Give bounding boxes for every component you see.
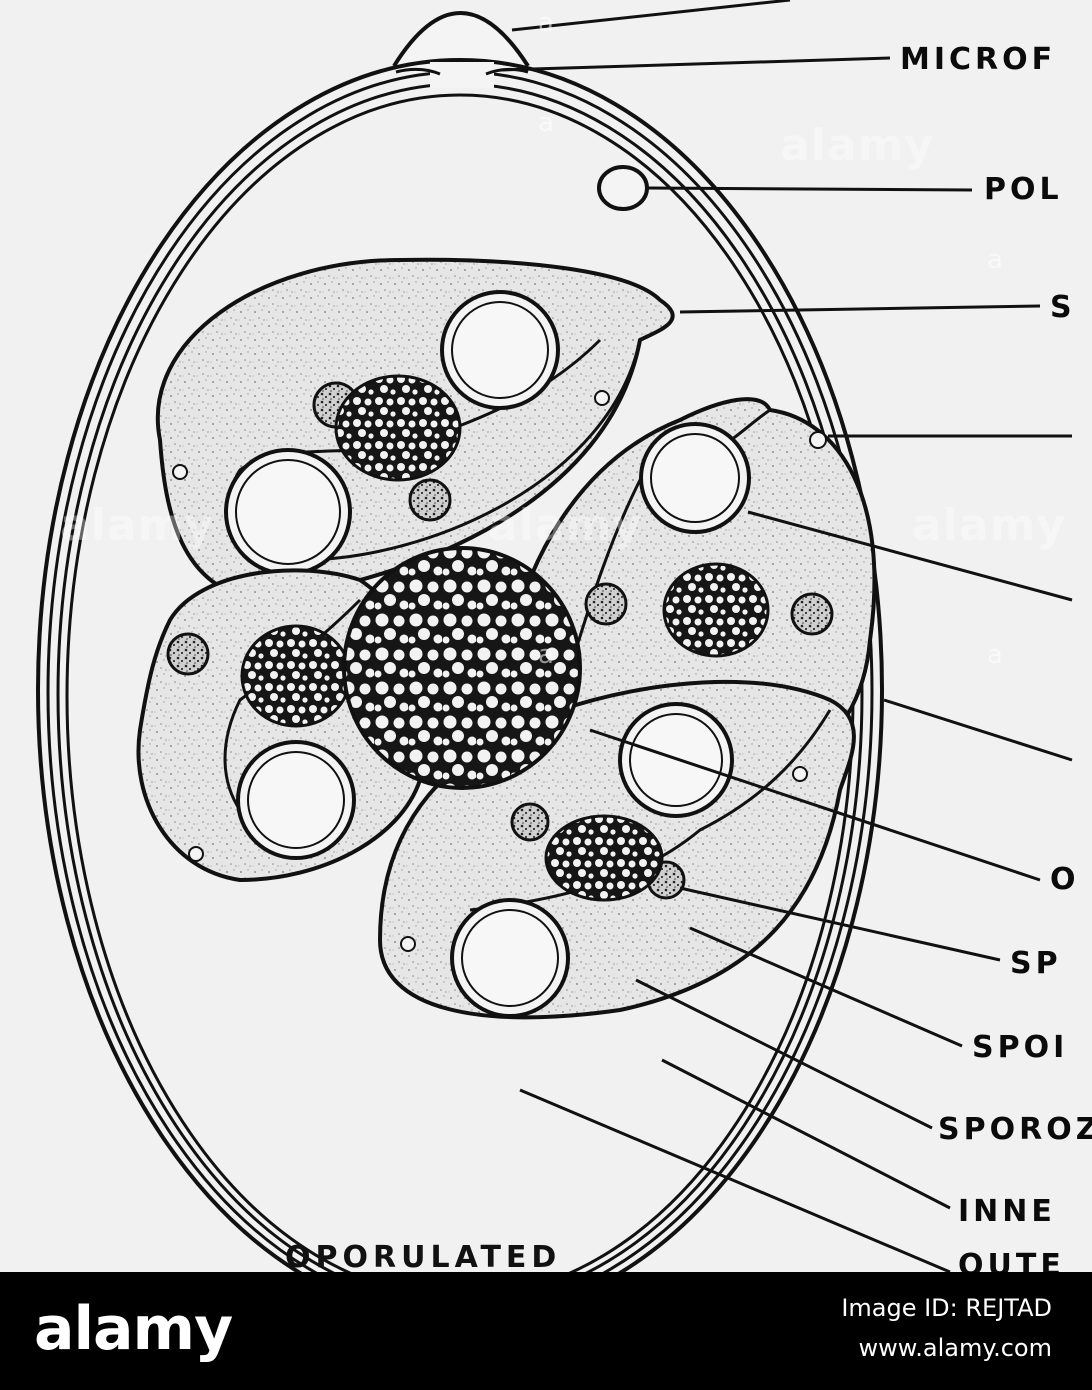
label-microfile: MICROF — [900, 42, 1057, 77]
label-sporozoite: SPOROZ — [938, 1112, 1092, 1147]
watermark-word: alamy — [488, 500, 642, 551]
watermark-word: alamy — [60, 500, 214, 551]
footer-logo: alamy — [34, 1294, 233, 1364]
label-sporocyst-wall: SPOI — [972, 1030, 1069, 1065]
watermark-letter: a — [538, 8, 554, 38]
oocyst-residuum — [342, 546, 582, 790]
label-inner-wall: INNE — [958, 1194, 1056, 1229]
label-polar: POL — [984, 172, 1063, 207]
label-stieda: S — [1050, 290, 1076, 325]
watermark-letter: a — [987, 245, 1003, 275]
label-oocyst-residuum: O — [1050, 862, 1080, 897]
sporocyst-upper-left — [156, 257, 675, 603]
footer-image-id: Image ID: REJTAD — [841, 1294, 1052, 1322]
stock-footer: alamy Image ID: REJTAD www.alamy.com — [0, 1272, 1092, 1390]
watermark-word: alamy — [780, 120, 934, 171]
leader-lines — [499, 0, 1073, 1272]
watermark-letter: a — [987, 640, 1003, 670]
label-outer-wall: OUTE — [958, 1248, 1065, 1272]
footer-url: www.alamy.com — [858, 1334, 1052, 1362]
figure-caption: OPORULATED — [285, 1240, 562, 1272]
watermark-letter: a — [538, 640, 554, 670]
watermark-word: alamy — [912, 500, 1066, 551]
watermark-letter: a — [538, 108, 554, 138]
oocyst-drawing — [36, 0, 1073, 1272]
label-sporocyst-residuum: SP — [1010, 946, 1062, 981]
oocyst-figure: a a a a a alamy alamy alamy alamy MICROF… — [0, 0, 1092, 1272]
